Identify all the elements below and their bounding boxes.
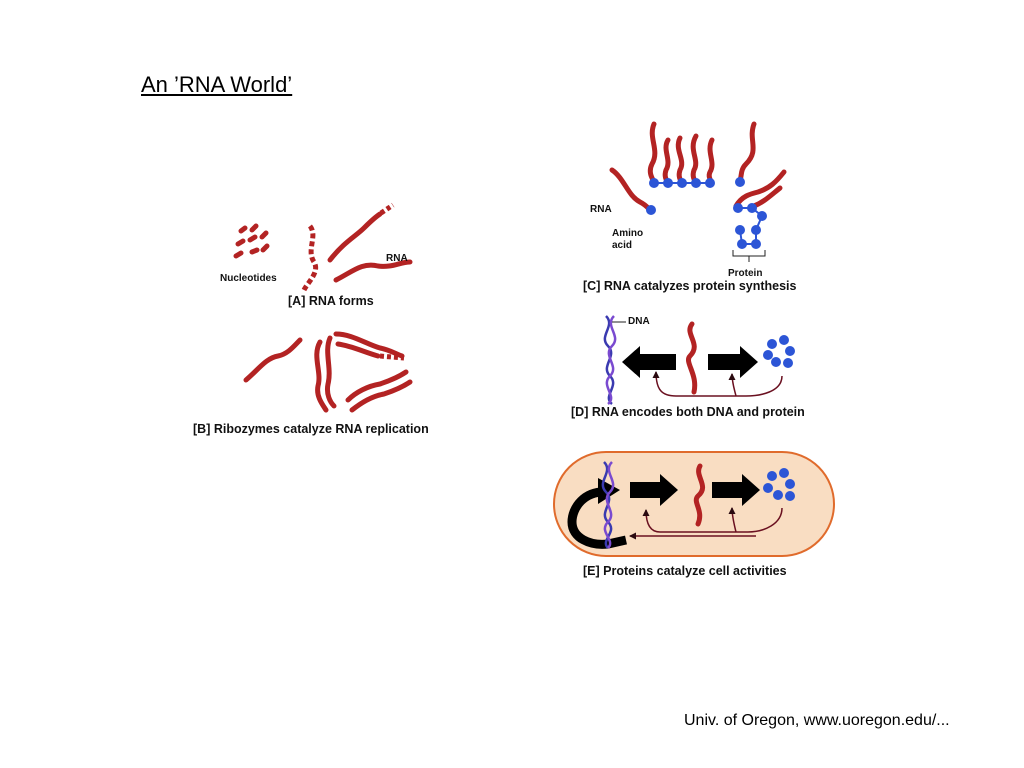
caption-b: [B] Ribozymes catalyze RNA replication: [193, 422, 429, 436]
caption-c: [C] RNA catalyzes protein synthesis: [583, 279, 797, 293]
trna-group: [647, 121, 787, 209]
panel-e: [E] Proteins catalyze cell activities: [553, 451, 835, 578]
protein-cluster-e: [763, 468, 795, 501]
arrow-rna-to-protein: [708, 346, 758, 378]
nucleotides-label: Nucleotides: [220, 273, 277, 284]
source-footer: Univ. of Oregon, www.uoregon.edu/...: [684, 712, 950, 729]
replicating-pair-left-a: [314, 339, 329, 413]
protein-cluster-d: [763, 335, 795, 368]
slide-title: An ’RNA World’: [141, 72, 293, 97]
replicating-pair-top-a: [333, 331, 405, 359]
feedback-loop-d: [652, 371, 783, 397]
protein-chain: [733, 203, 767, 249]
single-rna-strand: [243, 337, 303, 383]
arrow-dna-to-rna: [630, 474, 678, 506]
nucleotides: [233, 223, 270, 259]
rna-with-amino-acid: [609, 167, 653, 213]
rna-strand-lower: [333, 259, 413, 283]
amino-acid-chain: [649, 177, 745, 188]
amino-label-line1: Amino: [612, 228, 643, 239]
replicating-pair-bottom-a: [345, 369, 409, 403]
rna-strand-d: [686, 321, 698, 395]
protein-label: Protein: [728, 268, 762, 279]
rna-strand-upper-tail: [379, 202, 395, 216]
arrow-rna-to-protein-e: [712, 474, 760, 506]
amino-acid-bead: [646, 205, 656, 215]
rna-strand-e: [693, 463, 706, 527]
panel-b: [B] Ribozymes catalyze RNA replication: [193, 331, 429, 436]
caption-e: [E] Proteins catalyze cell activities: [583, 564, 787, 578]
replicating-pair-bottom-b: [349, 379, 413, 413]
panel-d: DNA [D] RNA encodes both DNA and protein: [571, 315, 805, 419]
dna-helix-e: [601, 461, 615, 549]
arrow-rna-to-dna: [622, 346, 676, 378]
caption-d: [D] RNA encodes both DNA and protein: [571, 405, 805, 419]
feedback-branch-d: [728, 373, 737, 397]
panel-c: RNA Amino acid Protein [C] RNA catalyzes…: [583, 121, 797, 293]
rna-label-a: RNA: [386, 253, 408, 264]
caption-a: [A] RNA forms: [288, 294, 374, 308]
panel-a: Nucleotides RNA [A] RNA forms: [220, 202, 413, 308]
catalysis-curved-arrow: [567, 487, 627, 549]
dna-label: DNA: [628, 316, 650, 327]
replicating-pair-top-b: [335, 341, 381, 359]
feedback-branch-e: [728, 507, 737, 533]
rna-label-c: RNA: [590, 204, 612, 215]
protein-bracket: [732, 250, 766, 262]
rna-strand-upper: [327, 211, 383, 263]
amino-label-line2: acid: [612, 240, 632, 251]
feedback-loop-e: [642, 507, 783, 533]
replicating-pair-left-b: [325, 335, 337, 409]
dna-helix: [603, 315, 617, 405]
dotted-rna-strand: [301, 224, 319, 292]
